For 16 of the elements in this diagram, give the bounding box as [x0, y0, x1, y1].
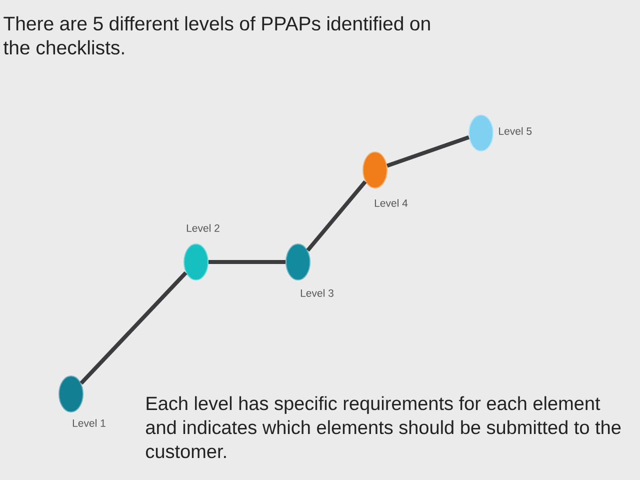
- connector-line: [80, 271, 188, 385]
- level-label: Level 5: [499, 127, 532, 135]
- caption: Each level has specific requirements for each element and indicates which elements should be submitted to the customer.: [146, 396, 621, 458]
- level-circle: [468, 114, 494, 152]
- level-circle: [184, 244, 208, 280]
- level-circle: [362, 152, 388, 188]
- level-circle: [286, 244, 310, 280]
- level-label: Level 3: [300, 289, 334, 297]
- connector-line: [208, 260, 286, 264]
- level-label: Level 4: [374, 199, 408, 207]
- connector-line: [306, 180, 367, 252]
- title: There are 5 different levels of PPAPs identified on the checklists.: [4, 16, 430, 55]
- level-circle: [58, 376, 84, 412]
- level-label: Level 1: [72, 419, 106, 427]
- connector-line: [386, 135, 470, 168]
- level-label: Level 2: [186, 224, 220, 232]
